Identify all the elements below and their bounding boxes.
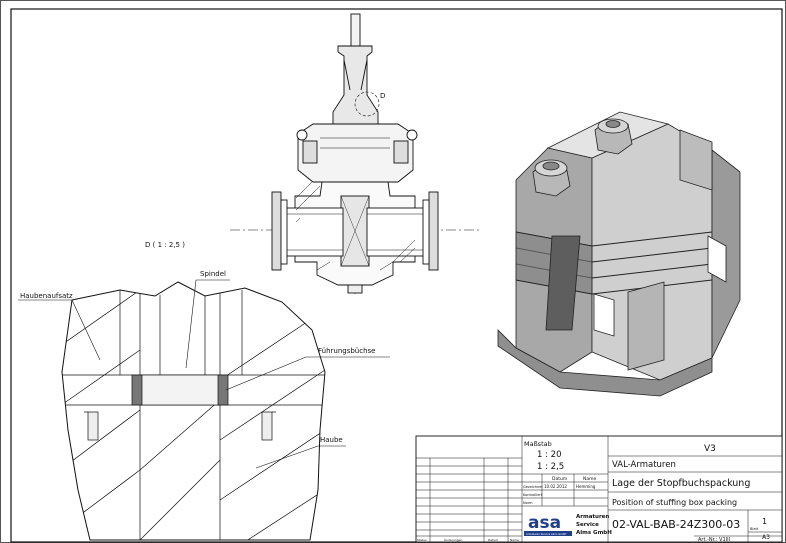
name-label: Name xyxy=(583,476,597,482)
detail-marker-label: D xyxy=(380,92,385,100)
footer-col-aenderungen: Änderungen xyxy=(444,537,462,542)
version-label: V3 xyxy=(704,444,716,454)
gezeichnet-label: Gezeichnet xyxy=(523,485,543,489)
sheet-format: A3 xyxy=(762,534,770,541)
logo-subtitle: Armaturen Service Alms GmbH xyxy=(526,532,566,536)
label-fuehrungsbuechse: Führungsbüchse xyxy=(318,347,375,355)
valve-section-view xyxy=(230,13,480,295)
company-logo: asa Armaturen Service Alms GmbH xyxy=(524,513,572,536)
footer-col-name: Name xyxy=(510,538,519,542)
gezeichnet-date: 10.02.2012 xyxy=(544,484,567,489)
isometric-view xyxy=(497,111,741,397)
label-spindel: Spindel xyxy=(200,270,226,278)
kontrolliert-label: Kontrolliert xyxy=(523,493,543,497)
label-haube: Haube xyxy=(320,436,343,444)
logo-mark: asa xyxy=(528,513,561,533)
company-name-1: Armaturen xyxy=(576,514,609,520)
title-en: Position of stuffing box packing xyxy=(612,498,737,507)
inner-border xyxy=(10,8,783,543)
company-line: VAL-Armaturen xyxy=(612,460,676,470)
datum-label: Datum xyxy=(552,476,567,482)
detail-d-view xyxy=(61,281,326,541)
norm-label: Norm xyxy=(523,501,533,505)
title-block: Maßstab 1 : 20 1 : 2,5 Datum Name Gezeic… xyxy=(415,435,783,543)
scale-value-1: 1 : 20 xyxy=(537,450,562,460)
company-name-2: Service xyxy=(576,522,599,528)
blatt-label: Blatt xyxy=(750,527,759,531)
footer-col-status: Status xyxy=(417,538,427,542)
title-de: Lage der Stopfbuchspackung xyxy=(612,478,750,489)
label-haubenaufsatz: Haubenaufsatz xyxy=(20,292,73,300)
company-name-3: Alms GmbH xyxy=(576,530,612,536)
gezeichnet-name: Hemming xyxy=(576,484,596,489)
article-number: Art.-Nr.: V1III xyxy=(698,537,730,543)
drawing-number: 02-VAL-BAB-24Z300-03 xyxy=(612,518,740,531)
sheet-number: 1 xyxy=(762,517,767,526)
footer-col-datum: Datum xyxy=(488,538,498,542)
scale-label: Maßstab xyxy=(524,440,552,448)
leader-lines xyxy=(18,279,390,469)
scale-value-2: 1 : 2,5 xyxy=(537,462,564,472)
detail-title: D ( 1 : 2,5 ) xyxy=(145,241,185,249)
